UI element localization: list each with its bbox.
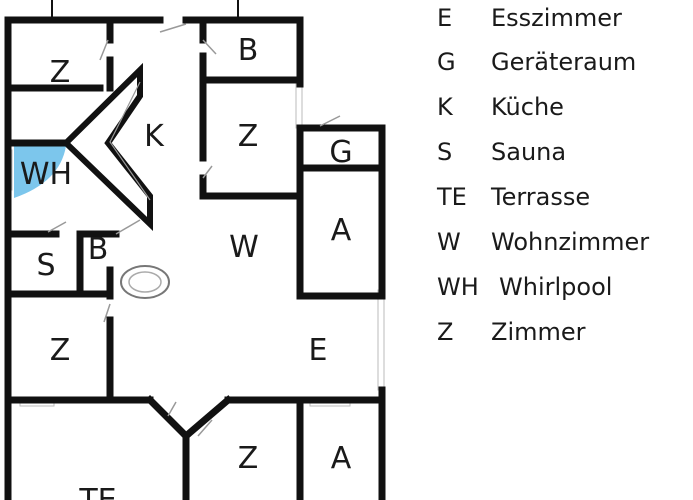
- room-label-w: W: [229, 230, 259, 265]
- legend-code: TE: [437, 183, 467, 211]
- legend-name: Geräteraum: [491, 48, 637, 76]
- room-label-b1: B: [238, 33, 259, 68]
- room-label-a2: A: [331, 441, 352, 476]
- legend-code: Z: [437, 318, 454, 346]
- room-label-te: TE: [78, 483, 116, 500]
- room-label-e: E: [309, 333, 328, 368]
- room-label-a1: A: [331, 213, 352, 248]
- legend-name: Whirlpool: [499, 273, 613, 301]
- legend-name: Wohnzimmer: [491, 228, 650, 256]
- legend-name: Terrasse: [491, 183, 591, 211]
- room-label-wh: WH: [20, 157, 72, 192]
- legend-name: Esszimmer: [491, 4, 622, 32]
- walls: [4, 16, 386, 500]
- room-label-g: G: [329, 135, 352, 170]
- legend-code: S: [437, 138, 453, 166]
- legend-code: W: [437, 228, 461, 256]
- room-label-z3: Z: [50, 333, 71, 368]
- legend-code: G: [437, 48, 456, 76]
- room-label-z4: Z: [238, 441, 259, 476]
- legend-name: Zimmer: [491, 318, 586, 346]
- room-label-k: K: [144, 119, 165, 154]
- dining-table: [120, 265, 170, 299]
- legend-name: Sauna: [491, 138, 567, 166]
- legend-name: Küche: [491, 93, 564, 121]
- whirlpool-shape: [14, 146, 66, 198]
- legend-code: WH: [437, 273, 479, 301]
- room-label-z2: Z: [238, 119, 259, 154]
- legend-code: E: [437, 4, 453, 32]
- room-label-z1: Z: [50, 55, 71, 90]
- room-label-b2: B: [88, 232, 109, 267]
- legend-code: K: [437, 93, 453, 121]
- kitchen-counter: [61, 62, 153, 232]
- room-label-s: S: [36, 248, 55, 283]
